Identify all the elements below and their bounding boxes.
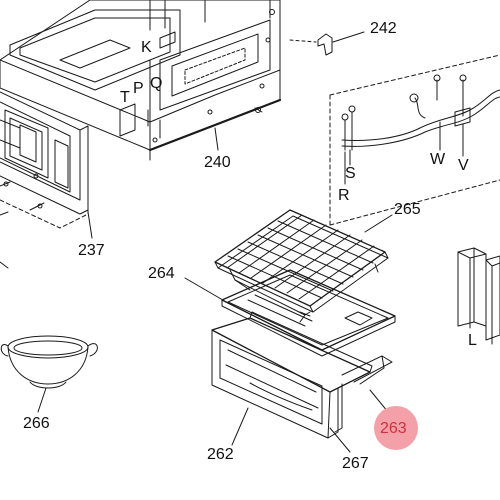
marker-K: K: [141, 39, 152, 56]
callout-263-highlighted[interactable]: 263: [380, 420, 407, 437]
drawer-262: [211, 311, 373, 439]
callout-267[interactable]: 267: [342, 455, 369, 472]
leader-262: [231, 407, 249, 446]
marker-P: P: [133, 80, 144, 97]
callout-266[interactable]: 266: [23, 415, 50, 432]
bracket-242: [317, 31, 365, 56]
leader-267: [329, 427, 351, 453]
leader-265: [364, 214, 393, 233]
highlight-marker: [374, 406, 418, 450]
marker-Q: Q: [150, 75, 163, 92]
callout-242[interactable]: 242: [370, 20, 397, 37]
broil-pan-264: [221, 269, 396, 357]
callout-265[interactable]: 265: [394, 201, 421, 218]
callout-262[interactable]: 262: [207, 446, 234, 463]
leader-263: [369, 389, 389, 413]
marker-T: T: [120, 89, 130, 106]
leader-240: [214, 127, 219, 151]
marker-W: W: [430, 151, 446, 168]
slide-rail-267: [334, 355, 393, 433]
marker-L: L: [468, 332, 477, 349]
callout-264[interactable]: 264: [148, 265, 175, 282]
leader-264: [184, 277, 229, 304]
side-part-L: [457, 247, 500, 345]
marker-S: S: [345, 165, 356, 182]
wire-harness: [329, 54, 500, 226]
marker-V: V: [458, 157, 469, 174]
wok-266: [0, 335, 98, 389]
leader-266: [37, 387, 47, 413]
callout-240[interactable]: 240: [204, 154, 231, 171]
wire-rack-265: [214, 209, 389, 323]
leader-237: [87, 211, 93, 239]
callout-237[interactable]: 237: [78, 242, 105, 259]
marker-R: R: [338, 187, 350, 204]
oven-chassis-240: [0, 0, 282, 161]
